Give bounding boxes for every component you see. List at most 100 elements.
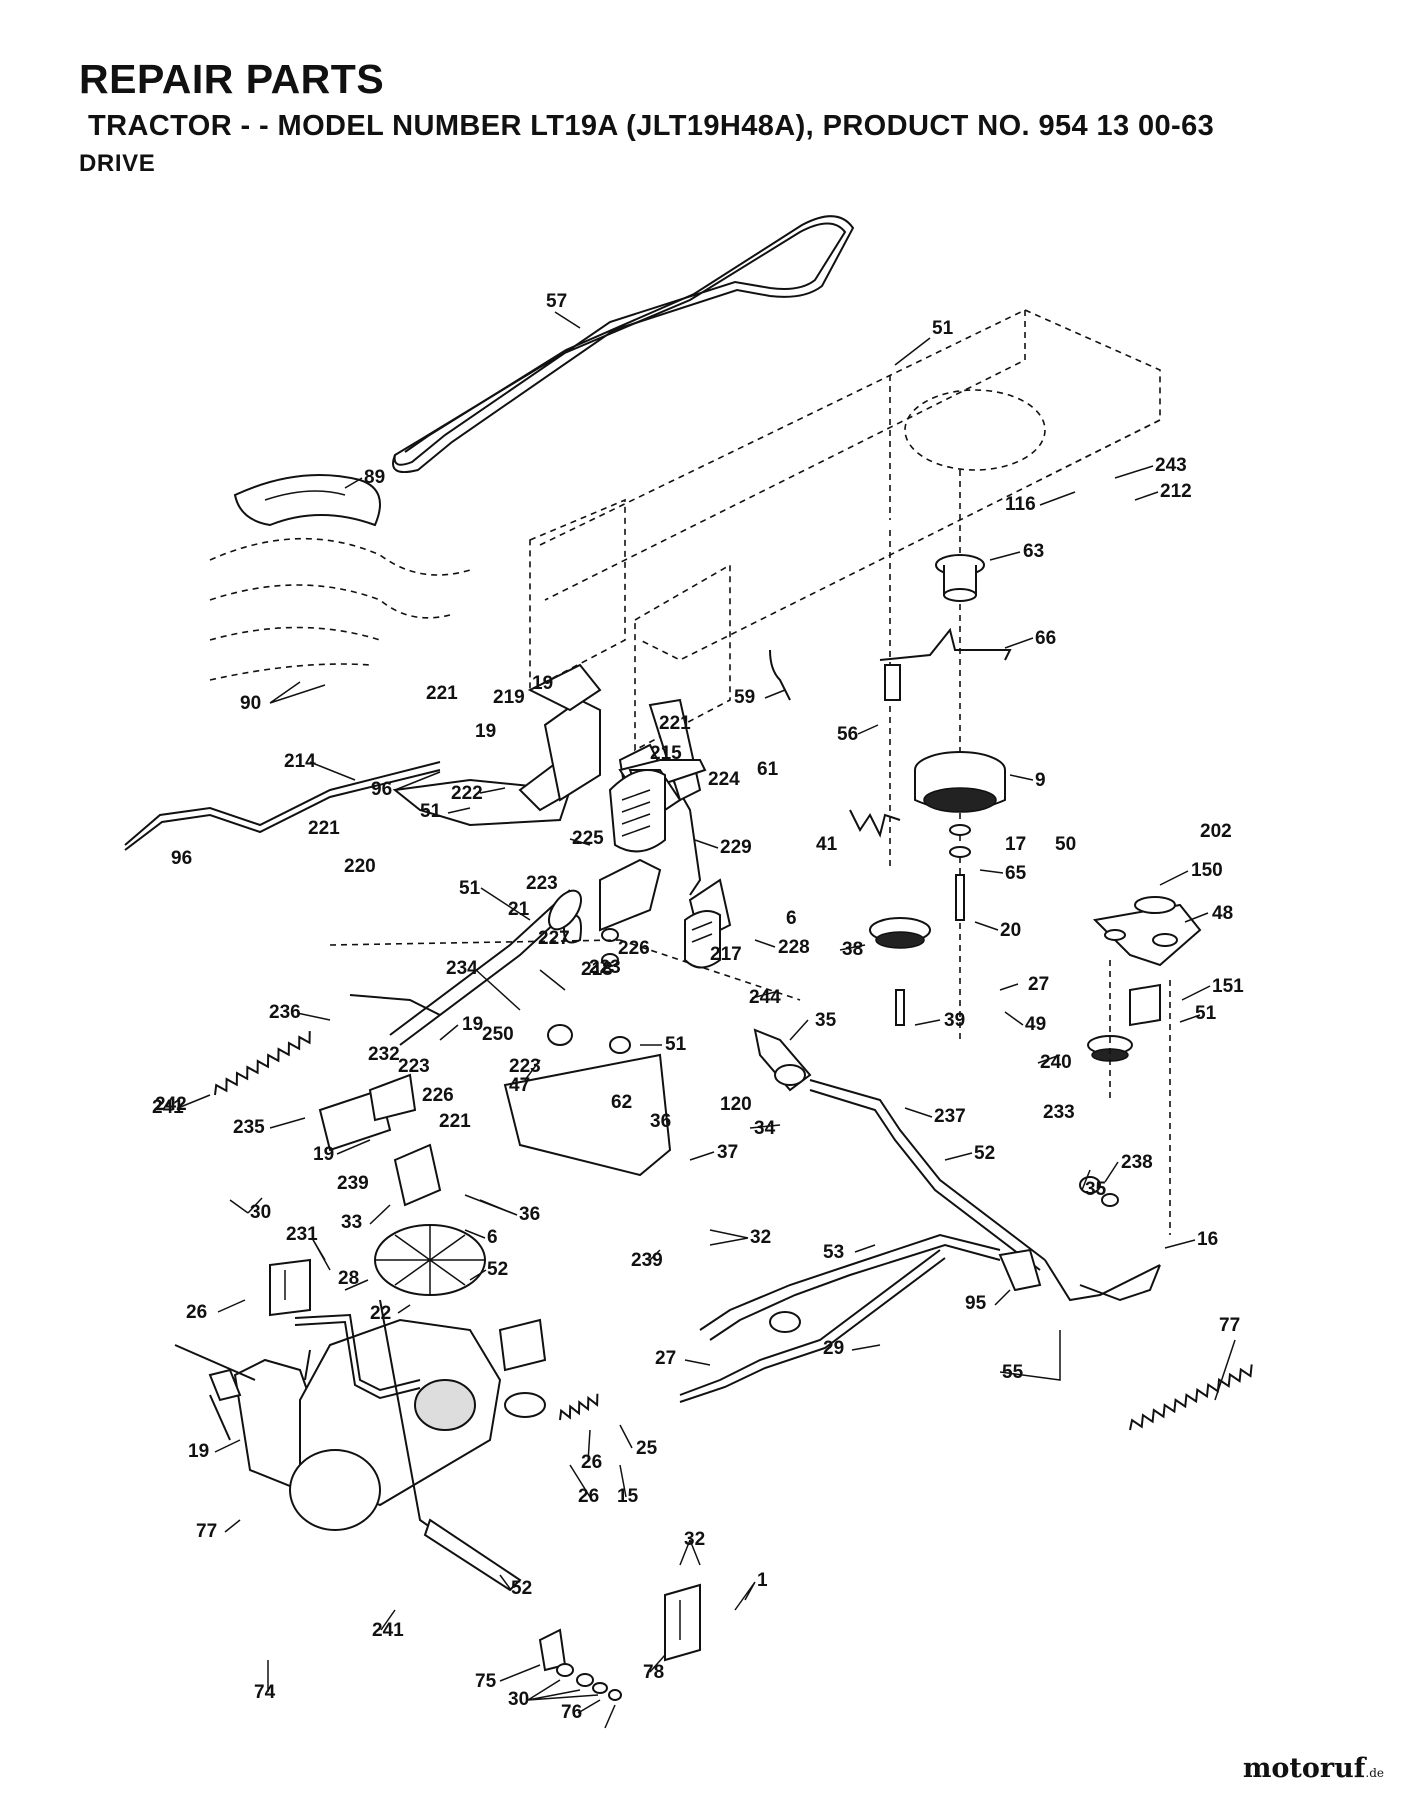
- part-label: 219: [493, 687, 525, 708]
- part-label: 61: [757, 759, 779, 780]
- part-label: 150: [1191, 860, 1223, 881]
- part-label: 9: [1035, 770, 1046, 791]
- part-label: 75: [475, 1671, 497, 1692]
- part-label: 120: [720, 1094, 752, 1115]
- part-label: 221: [426, 683, 458, 704]
- part-label: 240: [1040, 1052, 1072, 1073]
- part-label: 32: [684, 1529, 705, 1550]
- part-label: 52: [511, 1578, 532, 1599]
- part-label: 35: [815, 1010, 837, 1031]
- part-label: 233: [1043, 1102, 1075, 1123]
- part-label: 90: [240, 693, 261, 714]
- part-label: 63: [1023, 541, 1044, 562]
- fender: [209, 474, 471, 681]
- part-label: 214: [284, 751, 316, 772]
- part-label: 26: [578, 1486, 599, 1507]
- drive-belt: [392, 215, 855, 474]
- part-label: 33: [341, 1212, 362, 1233]
- part-label: 96: [171, 848, 192, 869]
- part-label: 232: [368, 1044, 400, 1065]
- part-label: 27: [655, 1348, 676, 1369]
- part-label: 227: [538, 928, 570, 949]
- part-label: 59: [734, 687, 755, 708]
- section-title: DRIVE: [79, 150, 156, 177]
- leader-lines: [177, 311, 1236, 1729]
- part-label: 223: [398, 1056, 430, 1077]
- part-label: 39: [944, 1010, 965, 1031]
- part-label: 238: [1121, 1152, 1153, 1173]
- part-label: 223: [589, 957, 621, 978]
- part-label: 78: [643, 1662, 664, 1683]
- page-title: REPAIR PARTS: [79, 56, 385, 102]
- part-label: 51: [459, 878, 481, 899]
- part-label: 25: [636, 1438, 658, 1459]
- part-label: 22: [370, 1303, 391, 1324]
- part-label: 15: [617, 1486, 639, 1507]
- part-label: 218: [581, 959, 613, 980]
- part-label: 26: [186, 1302, 207, 1323]
- part-label: 47: [509, 1075, 530, 1096]
- part-label: 202: [1200, 821, 1232, 842]
- part-label: 52: [974, 1143, 995, 1164]
- part-label: 250: [482, 1024, 514, 1045]
- part-label: 243: [1155, 455, 1187, 476]
- part-label: 212: [1160, 481, 1192, 502]
- part-label: 51: [1195, 1003, 1217, 1024]
- part-label: 34: [754, 1118, 776, 1139]
- part-label: 220: [344, 856, 376, 877]
- part-label: 57: [546, 291, 567, 312]
- part-label: 221: [308, 818, 340, 839]
- part-label: 51: [420, 801, 442, 822]
- pedals: [548, 769, 721, 969]
- part-label: 229: [720, 837, 752, 858]
- clutch-stack: [769, 530, 1012, 1040]
- part-label: 21: [508, 899, 530, 920]
- part-label: 48: [1212, 903, 1233, 924]
- part-label: 27: [1028, 974, 1049, 995]
- part-label: 36: [650, 1111, 671, 1132]
- part-label: 151: [1212, 976, 1244, 997]
- part-label: 32: [750, 1227, 771, 1248]
- axle-brackets: [269, 1258, 701, 1701]
- part-label: 30: [508, 1689, 529, 1710]
- part-label: 37: [717, 1142, 738, 1163]
- part-label: 19: [188, 1441, 209, 1462]
- part-number-labels: 57 51 89 243 116 212 63 66 90 59 56 19 2…: [152, 291, 1244, 1723]
- part-label: 56: [837, 724, 858, 745]
- part-label: 223: [526, 873, 558, 894]
- part-label: 29: [823, 1338, 844, 1359]
- part-label: 236: [269, 1002, 301, 1023]
- part-label: 20: [1000, 920, 1021, 941]
- part-label: 76: [561, 1702, 582, 1723]
- part-label: 242: [155, 1094, 187, 1115]
- part-label: 1: [757, 1570, 768, 1591]
- part-label: 217: [710, 944, 742, 965]
- part-label: 225: [572, 828, 604, 849]
- part-label: 36: [519, 1204, 540, 1225]
- part-label: 241: [372, 1620, 404, 1641]
- part-label: 231: [286, 1224, 318, 1245]
- part-label: 223: [509, 1056, 541, 1077]
- part-label: 51: [665, 1034, 687, 1055]
- part-label: 6: [786, 908, 797, 929]
- part-label: 222: [451, 783, 483, 804]
- part-label: 62: [611, 1092, 632, 1113]
- part-label: 239: [631, 1250, 663, 1271]
- part-label: 95: [965, 1293, 987, 1314]
- part-label: 30: [250, 1202, 271, 1223]
- part-label: 16: [1197, 1229, 1218, 1250]
- part-label: 38: [842, 939, 863, 960]
- part-label: 235: [233, 1117, 265, 1138]
- part-label: 50: [1055, 834, 1076, 855]
- part-label: 55: [1002, 1362, 1024, 1383]
- watermark: motoruf.de: [1242, 1753, 1384, 1784]
- part-label: 215: [650, 743, 682, 764]
- part-label: 28: [338, 1268, 359, 1289]
- part-label: 77: [196, 1521, 217, 1542]
- page-subtitle: TRACTOR - - MODEL NUMBER LT19A (JLT19H48…: [88, 110, 1215, 142]
- part-label: 234: [446, 958, 478, 979]
- part-label: 51: [932, 318, 954, 339]
- part-label: 19: [313, 1144, 334, 1165]
- part-label: 41: [816, 834, 838, 855]
